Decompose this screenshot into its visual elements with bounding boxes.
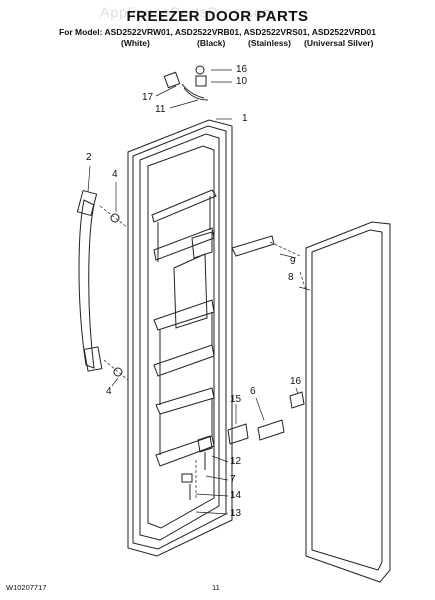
handle-screw-bottom bbox=[113, 367, 123, 377]
hinge-bushing bbox=[181, 473, 193, 483]
callout-1: 1 bbox=[242, 113, 248, 124]
callout-13: 13 bbox=[230, 508, 242, 519]
callout-10: 10 bbox=[236, 76, 248, 87]
callout-6: 6 bbox=[250, 386, 256, 397]
page-title: FREEZER DOOR PARTS bbox=[126, 8, 309, 25]
callout-15: 15 bbox=[230, 394, 242, 405]
watermark: AppliancePartsPros.com bbox=[100, 4, 276, 20]
callout-17: 17 bbox=[142, 92, 154, 103]
callout-12: 12 bbox=[230, 456, 242, 467]
callout-14: 14 bbox=[230, 490, 242, 501]
callout-2: 2 bbox=[86, 152, 92, 163]
callout-16-top: 16 bbox=[236, 64, 248, 75]
freezer-door-panel bbox=[127, 119, 233, 557]
cover-16b bbox=[289, 391, 305, 409]
callout-4-bottom: 4 bbox=[106, 386, 112, 397]
handle-screw-top bbox=[110, 213, 120, 223]
callout-11: 11 bbox=[155, 104, 166, 115]
door-handle bbox=[76, 189, 103, 372]
bottom-hinge bbox=[197, 435, 213, 453]
trim-bracket bbox=[231, 235, 275, 257]
page-number: 11 bbox=[212, 583, 220, 592]
connector-plug bbox=[163, 71, 181, 89]
door-gasket bbox=[305, 221, 391, 583]
color-universal-silver: (Universal Silver) bbox=[304, 38, 374, 48]
cover-6 bbox=[257, 419, 285, 441]
wire-harness bbox=[181, 83, 209, 101]
callout-16-bottom: 16 bbox=[290, 376, 302, 387]
callout-7: 7 bbox=[230, 474, 236, 485]
color-black: (Black) bbox=[197, 38, 226, 48]
top-screw bbox=[195, 65, 205, 75]
callout-9: 9 bbox=[290, 256, 296, 267]
top-bushing bbox=[195, 75, 207, 87]
callout-8: 8 bbox=[288, 272, 294, 283]
cover-15 bbox=[227, 423, 249, 445]
model-list: For Model: ASD2522VRW01, ASD2522VRB01, A… bbox=[59, 27, 376, 37]
color-white: (White) bbox=[121, 38, 150, 48]
color-stainless: (Stainless) bbox=[248, 38, 291, 48]
callout-4-top: 4 bbox=[112, 169, 118, 180]
document-number: W10207717 bbox=[6, 583, 47, 592]
